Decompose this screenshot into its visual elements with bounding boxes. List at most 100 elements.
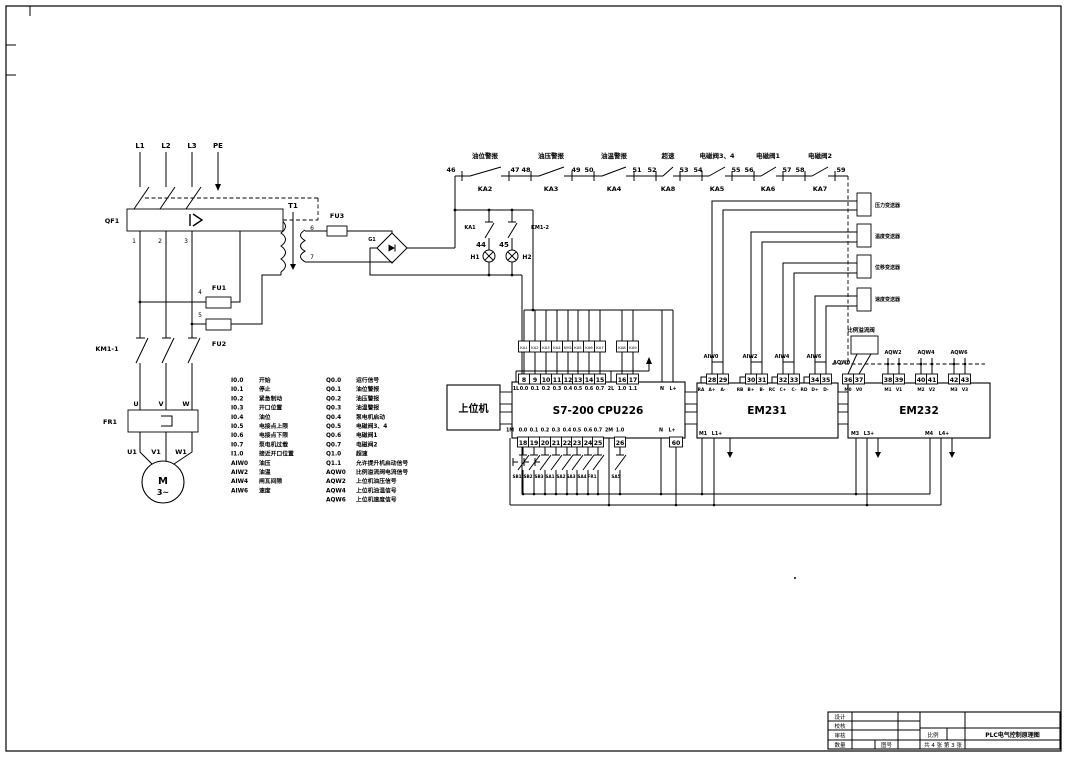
label-relay-ka3: KA3 xyxy=(544,185,559,193)
supply-up-arrow xyxy=(646,357,652,364)
label-coil-ka2: KA2 xyxy=(531,345,539,350)
temp-transducer-box xyxy=(856,223,872,248)
label-coil-ka4: KA4 xyxy=(553,345,561,350)
diode-symbol xyxy=(388,244,395,252)
label-sig-aiw2: AIW2 xyxy=(743,354,758,360)
label-term-46: 46 xyxy=(446,166,456,174)
terminal-box-60 xyxy=(669,436,683,448)
terminal-box-33 xyxy=(788,373,800,385)
label-breaker: QF1 xyxy=(105,217,120,225)
io-addr-1-11: AQW2 xyxy=(326,479,346,485)
label-cpu-lp-bot: L+ xyxy=(668,428,675,434)
prop-valve-box xyxy=(850,335,879,355)
label-hdr-valve2: 电磁阀2 xyxy=(808,151,832,160)
io-addr-1-10: AQW0 xyxy=(326,470,346,476)
label-term-58: 58 xyxy=(795,166,805,174)
label-em231-cm: C- xyxy=(791,387,796,393)
io-desc-1-10: 比例溢流阀电流信号 xyxy=(356,468,408,476)
terminal-num-9: 9 xyxy=(533,377,537,384)
label-cpu-n-top: N xyxy=(660,386,664,392)
terminal-num-30: 30 xyxy=(747,377,756,384)
relay-coil-boxes xyxy=(518,340,639,353)
label-sig-aqw6: AQW6 xyxy=(950,350,968,356)
label-cpu-i00: 0.0 xyxy=(519,428,528,434)
label-term-52: 52 xyxy=(647,166,656,174)
label-term-6: 6 xyxy=(310,225,314,232)
terminal-num-25: 25 xyxy=(594,440,603,447)
lamp-h2-symbol xyxy=(505,249,519,263)
label-term-51: 51 xyxy=(632,166,642,174)
host-cpu-connector-1 xyxy=(499,391,513,405)
terminal-box-43 xyxy=(959,373,971,385)
label-motor-m: M xyxy=(158,476,168,487)
label-term-54: 54 xyxy=(693,166,703,174)
rectifier-lamp-circuit xyxy=(305,176,534,494)
label-phase-v1: V1 xyxy=(151,448,161,456)
label-hdr-overspeed: 超速 xyxy=(661,151,676,160)
label-rectifier: G1 xyxy=(368,237,376,243)
label-phase-w: W xyxy=(182,400,189,408)
label-relay-ka6: KA6 xyxy=(761,185,776,193)
host-label: 上位机 xyxy=(459,402,489,415)
terminal-box-15 xyxy=(594,373,606,385)
io-desc-0-7: 泵电机过载 xyxy=(259,440,288,448)
label-phase-pe: PE xyxy=(213,142,223,150)
terminal-num-17: 17 xyxy=(629,377,638,384)
label-sig-aqw2: AQW2 xyxy=(884,350,902,356)
label-em231-cp: C+ xyxy=(780,387,787,393)
label-cpu-q03: 0.3 xyxy=(553,386,562,392)
label-transducer-displacement: 位移变送器 xyxy=(875,264,901,271)
label-cpu-q05: 0.5 xyxy=(574,386,583,392)
label-phase-l1: L1 xyxy=(135,142,144,150)
terminal-num-42: 42 xyxy=(950,377,959,384)
label-cpu-1m: 1M xyxy=(506,428,514,434)
label-dev-sa4: SA4 xyxy=(577,474,586,479)
io-addr-0-5: I0.5 xyxy=(231,424,243,430)
terminal-num-12: 12 xyxy=(564,377,573,384)
tb-sheet-info: 共 4 张 第 3 张 xyxy=(924,741,962,749)
plc-modules: 上位机 S7-200 CPU226 EM231 EM232 xyxy=(446,381,991,439)
terminal-num-36: 36 xyxy=(844,377,853,384)
terminal-box-39 xyxy=(893,373,905,385)
label-thermal-relay: FR1 xyxy=(103,418,117,426)
terminal-num-26: 26 xyxy=(616,440,625,447)
label-em231-am: A- xyxy=(720,387,725,393)
label-cpu-q11: 1.1 xyxy=(629,386,638,392)
io-addr-0-6: I0.6 xyxy=(231,433,243,439)
label-em232-l4p: L4+ xyxy=(939,431,949,437)
label-term-4: 4 xyxy=(198,289,202,296)
io-addr-0-11: AIW4 xyxy=(231,479,248,485)
io-desc-1-3: 油温警报 xyxy=(356,404,379,412)
io-addr-1-2: Q0.2 xyxy=(326,396,341,402)
terminal-num-35: 35 xyxy=(822,377,831,384)
io-addr-0-0: I0.0 xyxy=(231,378,243,384)
io-desc-0-6: 电接点下限 xyxy=(259,431,288,439)
terminal-box-25 xyxy=(592,436,604,448)
io-desc-1-6: 电磁阀1 xyxy=(356,431,377,439)
fuse-fu3-box xyxy=(326,225,348,237)
label-phase-v: V xyxy=(158,400,163,408)
label-em232-v2: V2 xyxy=(929,387,935,393)
label-prop-valve: 比例溢流阀 xyxy=(847,326,875,334)
label-phase-u: U xyxy=(133,400,138,408)
label-em232-v0: V0 xyxy=(856,387,862,393)
tb-scale: 比例 xyxy=(927,731,939,739)
label-cpu-i03: 0.3 xyxy=(552,428,561,434)
io-desc-0-2: 紧急制动 xyxy=(259,394,282,402)
em231-box xyxy=(696,382,839,439)
label-sig-aqw4: AQW4 xyxy=(917,350,935,356)
fuse-fu1-box xyxy=(205,296,232,309)
label-coil-ka5: KA5 xyxy=(574,345,582,350)
label-em231-rb: RB xyxy=(737,387,744,393)
label-dev-sb2: SB2 xyxy=(523,474,532,479)
label-hdr-oil-level: 油位警报 xyxy=(472,151,499,160)
label-em231-ap: A+ xyxy=(709,387,716,393)
label-hdr-valve34: 电磁阀3、4 xyxy=(699,151,735,160)
label-term-5: 5 xyxy=(198,312,202,319)
label-cpu-i07: 0.7 xyxy=(594,428,603,434)
label-term-2: 2 xyxy=(158,238,162,245)
io-desc-0-10: 油温 xyxy=(259,468,271,476)
